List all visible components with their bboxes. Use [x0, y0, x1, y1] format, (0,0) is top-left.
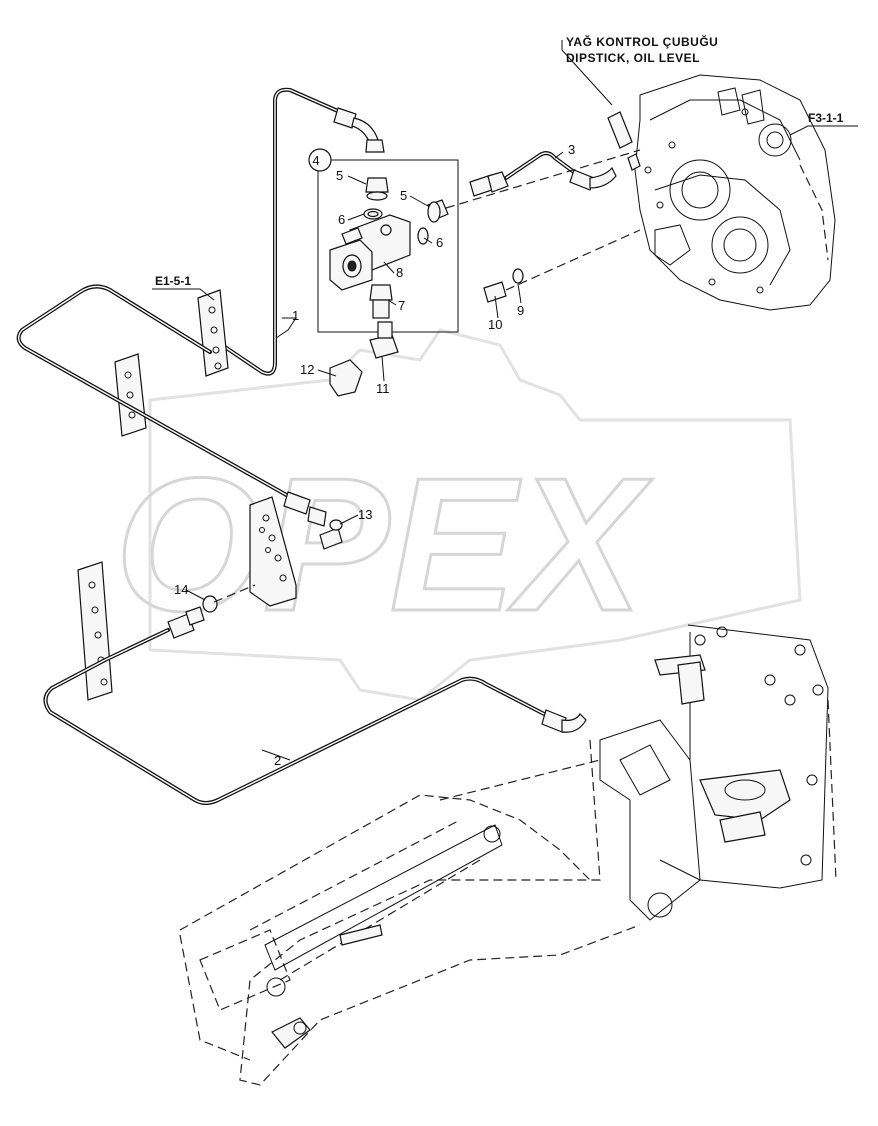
watermark: OPEX: [114, 328, 802, 702]
centerline-5: [445, 149, 641, 209]
callout-12: 12: [300, 362, 314, 377]
callout-11: 11: [376, 381, 390, 396]
dipstick-leader: [561, 40, 613, 106]
callouts: 1 2 3 4 5 5 6 6 7 8 9 10 11 12 13 14: [174, 142, 575, 768]
callout-14: 14: [174, 582, 188, 597]
callout-6a: 6: [338, 212, 345, 227]
callout-7: 7: [398, 298, 405, 313]
hose-3: [469, 151, 617, 197]
loader-frame: [599, 624, 837, 921]
ref-e1-5-1: E1-5-1: [155, 274, 191, 288]
transmission-housing: [607, 74, 836, 311]
callout-1: 1: [292, 308, 299, 323]
centerline-10: [505, 229, 641, 291]
ref-f3-leader: [789, 125, 858, 136]
valve-group-box: [308, 148, 459, 333]
loader-arm: [179, 739, 641, 1086]
hose-1: [220, 87, 385, 376]
hose-left-loop: [16, 284, 327, 527]
callout-5b: 5: [400, 188, 407, 203]
clamp-block-upper: [114, 289, 229, 437]
header-line-2: DIPSTICK, OIL LEVEL: [566, 51, 700, 65]
callout-9: 9: [517, 303, 524, 318]
washer-9: [512, 268, 524, 284]
ref-f3-1-1: F3-1-1: [808, 111, 844, 125]
callout-6b: 6: [436, 235, 443, 250]
callout-4: 4: [312, 153, 319, 168]
header-line-1: YAĞ KONTROL ÇUBUĞU: [566, 34, 718, 49]
ref-e1-leader: [152, 288, 215, 301]
callout-2: 2: [274, 753, 281, 768]
callout-10: 10: [488, 317, 502, 332]
fitting-10: [483, 281, 507, 303]
callout-5a: 5: [336, 168, 343, 183]
leader-lines: [185, 151, 564, 761]
callout-8: 8: [396, 265, 403, 280]
callout-3: 3: [568, 142, 575, 157]
hose-2: [43, 561, 587, 805]
watermark-text: OPEX: [115, 439, 653, 651]
callout-13: 13: [358, 507, 372, 522]
cap-12: [329, 359, 363, 397]
bracket-plate: [202, 496, 343, 613]
